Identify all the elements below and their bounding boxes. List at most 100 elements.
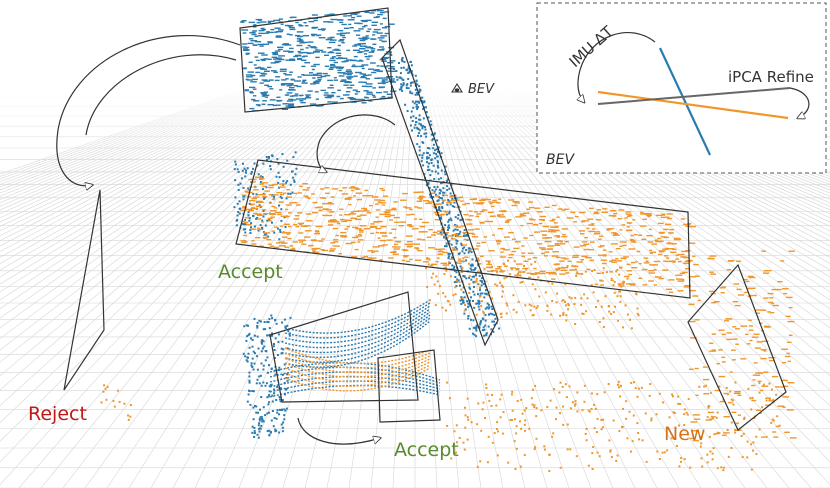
point [740, 325, 748, 327]
point [596, 209, 601, 211]
point [583, 400, 586, 403]
point [721, 361, 726, 363]
point [519, 213, 524, 215]
point [613, 280, 616, 283]
point [453, 281, 456, 284]
point [475, 259, 478, 262]
point [411, 81, 414, 84]
point [423, 100, 426, 103]
point [654, 239, 659, 241]
point [491, 297, 493, 300]
plane-outline-tall-right [381, 38, 499, 347]
point [619, 300, 622, 303]
point [629, 283, 636, 285]
point [663, 451, 666, 454]
point [251, 240, 255, 242]
point [423, 173, 426, 176]
inset-refine-arrow [789, 87, 810, 118]
point [475, 280, 478, 283]
point [326, 214, 333, 217]
point [490, 405, 493, 407]
point [389, 251, 397, 253]
point [612, 234, 620, 236]
point [343, 27, 350, 29]
point [533, 305, 536, 308]
point [327, 14, 333, 16]
point [585, 257, 592, 259]
point [475, 215, 480, 218]
point [572, 265, 579, 268]
point [234, 196, 237, 199]
point [788, 306, 793, 309]
point [279, 400, 282, 403]
point [241, 169, 244, 172]
point [312, 250, 316, 252]
point [346, 72, 354, 74]
point [316, 34, 322, 36]
point [691, 430, 698, 432]
point [268, 79, 274, 81]
point [617, 386, 620, 389]
point [267, 66, 272, 69]
point [709, 450, 712, 453]
point [521, 255, 526, 258]
point [253, 189, 259, 191]
point [286, 92, 293, 94]
point [642, 218, 647, 220]
point [391, 209, 397, 211]
point [297, 58, 303, 61]
point [507, 219, 512, 221]
point [693, 263, 699, 266]
point [732, 300, 739, 303]
point [285, 44, 292, 46]
point [748, 276, 756, 279]
point [127, 414, 130, 417]
point [437, 172, 440, 175]
point [298, 25, 304, 27]
point [261, 95, 266, 97]
point [359, 225, 367, 227]
point [421, 100, 424, 103]
point [648, 280, 654, 282]
point [485, 289, 487, 292]
point [394, 246, 401, 248]
point [242, 198, 245, 201]
point [334, 48, 340, 51]
point [344, 219, 350, 221]
point [787, 382, 795, 384]
point [321, 238, 325, 240]
eye-marker-icon [451, 82, 463, 93]
point [551, 204, 557, 207]
point [447, 235, 452, 237]
point [330, 57, 335, 59]
point [558, 391, 561, 394]
point [557, 240, 563, 242]
point [555, 225, 559, 228]
point [655, 214, 663, 217]
point [468, 327, 471, 330]
point [722, 466, 725, 469]
point [447, 229, 449, 231]
point [337, 69, 342, 72]
point [529, 206, 535, 209]
point [442, 264, 450, 266]
point [655, 276, 662, 278]
point [475, 313, 478, 316]
point [348, 203, 352, 206]
point [239, 182, 242, 185]
point [258, 422, 261, 425]
point [460, 242, 463, 245]
point [471, 233, 476, 235]
point [353, 55, 358, 58]
point [441, 197, 443, 200]
point [605, 271, 608, 274]
point [447, 253, 450, 256]
point [484, 280, 487, 283]
point [312, 77, 316, 79]
point [567, 260, 572, 262]
point [327, 95, 334, 98]
point [695, 394, 699, 396]
point [666, 257, 670, 259]
point [426, 161, 428, 164]
point [380, 11, 385, 14]
